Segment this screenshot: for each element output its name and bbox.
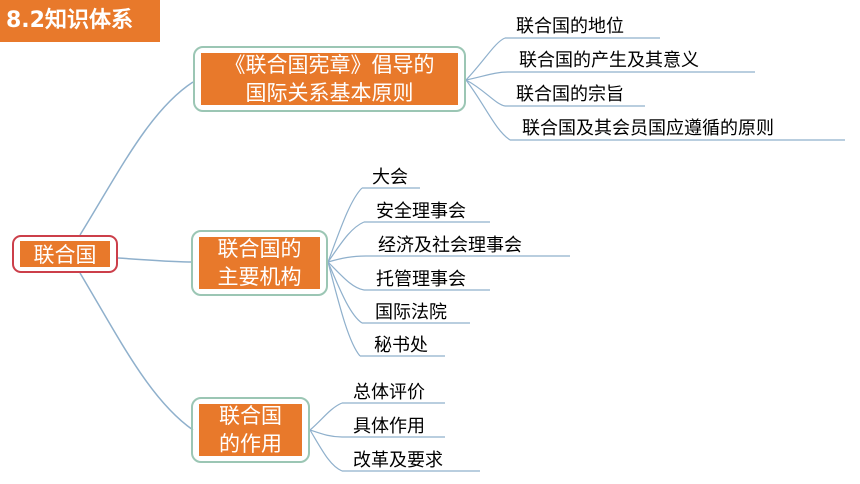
- leaf-item: 秘书处: [374, 335, 428, 356]
- leaf-item: 联合国及其会员国应遵循的原则: [522, 118, 774, 139]
- root-node: 联合国: [12, 235, 118, 273]
- branch-label-line: 的作用: [219, 432, 282, 456]
- leaf-item: 改革及要求: [353, 450, 443, 471]
- branch-node-charter-principles: 《联合国宪章》倡导的 国际关系基本原则: [193, 46, 466, 112]
- branch-label-line: 《联合国宪章》倡导的: [224, 53, 435, 77]
- leaf-item: 总体评价: [353, 382, 425, 403]
- leaf-item: 安全理事会: [376, 201, 466, 222]
- leaf-item: 大会: [372, 167, 408, 188]
- branch-label-line: 联合国: [219, 404, 282, 428]
- root-label: 联合国: [20, 241, 110, 267]
- section-title: 8.2知识体系: [0, 0, 160, 42]
- leaf-item: 具体作用: [353, 416, 425, 437]
- leaf-item: 国际法院: [375, 302, 447, 323]
- leaf-item: 联合国的地位: [516, 16, 624, 37]
- leaf-item: 联合国的产生及其意义: [519, 50, 699, 71]
- leaf-item: 经济及社会理事会: [378, 235, 522, 256]
- branch-label-line: 国际关系基本原则: [245, 81, 414, 105]
- leaf-item: 联合国的宗旨: [516, 84, 624, 105]
- branch-node-main-organs: 联合国的 主要机构: [191, 230, 328, 296]
- branch-label-line: 主要机构: [217, 265, 302, 289]
- leaf-item: 托管理事会: [376, 269, 466, 290]
- branch-label-line: 联合国的: [217, 237, 302, 261]
- branch-node-role: 联合国 的作用: [191, 397, 310, 463]
